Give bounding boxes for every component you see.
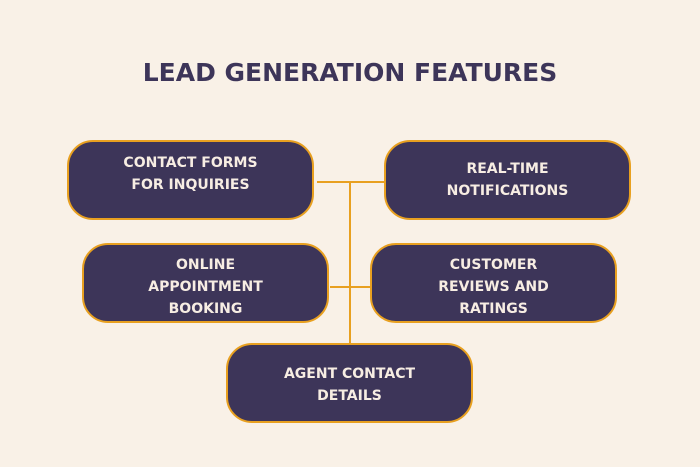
feature-line: CUSTOMER bbox=[449, 257, 538, 273]
feature-line: APPOINTMENT bbox=[148, 279, 263, 295]
feature-line: RATINGS bbox=[459, 301, 528, 317]
feature-line: REAL-TIME bbox=[466, 161, 549, 177]
feature-real-time-notifications: REAL-TIME NOTIFICATIONS bbox=[384, 140, 631, 220]
feature-line: ONLINE bbox=[175, 257, 236, 273]
feature-customer-reviews: CUSTOMER REVIEWS AND RATINGS bbox=[370, 243, 617, 323]
diagram-title: LEAD GENERATION FEATURES bbox=[142, 58, 558, 87]
feature-line: CONTACT FORMS bbox=[123, 155, 258, 171]
feature-line: REVIEWS AND bbox=[438, 279, 549, 295]
feature-online-appointment-booking: ONLINE APPOINTMENT BOOKING bbox=[82, 243, 329, 323]
feature-line: AGENT CONTACT bbox=[283, 366, 416, 382]
feature-line: NOTIFICATIONS bbox=[446, 183, 569, 199]
feature-contact-forms: CONTACT FORMS FOR INQUIRIES bbox=[67, 140, 314, 220]
feature-agent-contact-details: AGENT CONTACT DETAILS bbox=[226, 343, 473, 423]
feature-line: FOR INQUIRIES bbox=[131, 177, 250, 193]
feature-line: DETAILS bbox=[317, 388, 382, 404]
feature-line: BOOKING bbox=[168, 301, 243, 317]
